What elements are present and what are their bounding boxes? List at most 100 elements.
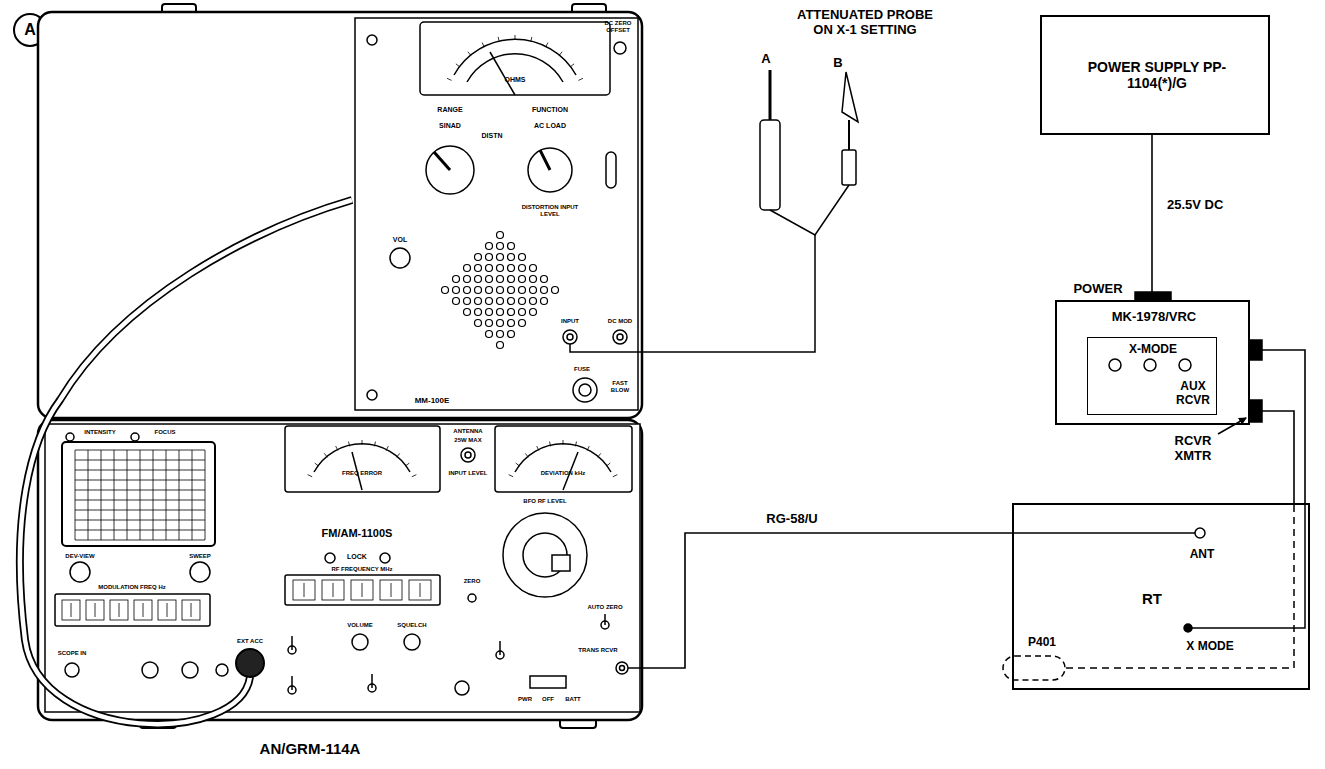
speaker-grille [464, 287, 471, 294]
test-set-case [38, 420, 642, 720]
display-grid [75, 500, 205, 501]
accessory-cable [236, 649, 264, 677]
display-grid [322, 580, 344, 600]
display-grid [391, 583, 392, 597]
attenuated-probe [770, 185, 849, 235]
label-text: ATTENUATED PROBE ON X-1 SETTING [790, 8, 940, 38]
multimeter-controls [579, 384, 591, 396]
display-grid [88, 450, 89, 540]
label-text: ANT [1177, 548, 1227, 562]
display-grid [75, 510, 205, 511]
speaker-grille [486, 309, 493, 316]
display-grid [578, 78, 583, 80]
speaker-grille [486, 287, 493, 294]
speaker-grille [519, 320, 526, 327]
speaker-grille [464, 265, 471, 272]
equipment-box: RTANTP401X MODE [1012, 503, 1310, 690]
display-grid [531, 37, 532, 42]
speaker-grille [475, 265, 482, 272]
display-grid [110, 600, 128, 620]
display-grid [456, 64, 460, 67]
signal-generator-controls [620, 666, 625, 671]
display-grid [324, 453, 327, 457]
display-grid [153, 450, 154, 540]
label-text: SQUELCH [392, 622, 432, 629]
display-grid [62, 35, 617, 620]
speaker-grille [453, 276, 460, 283]
attenuated-probe [570, 70, 858, 352]
label-text: RT [1132, 590, 1172, 607]
label-text: A [20, 21, 40, 39]
display-grid [62, 600, 80, 620]
signal-generator-controls [55, 594, 210, 626]
test-set-case [38, 4, 642, 728]
speaker-grille [508, 320, 515, 327]
multimeter-controls [467, 54, 563, 82]
signal-generator-controls [461, 448, 475, 462]
test-set-case [45, 424, 640, 712]
signal-generator-controls [352, 452, 362, 490]
display-grid [613, 475, 618, 477]
speaker-grille [552, 287, 559, 294]
display-grid [509, 475, 514, 477]
signal-generator-controls [499, 641, 501, 655]
label-text: RF FREQUENCY MHz [312, 566, 412, 573]
signal-generator-controls [371, 674, 373, 688]
multimeter-controls [367, 22, 627, 402]
speaker-grille [530, 309, 537, 316]
signal-generator-controls [628, 667, 640, 669]
speaker-grille [519, 265, 526, 272]
label-text: DISTORTION INPUT LEVEL [520, 204, 580, 218]
radio-hardware [1109, 359, 1121, 371]
multimeter-controls [573, 378, 597, 402]
signal-generator-controls [325, 553, 335, 563]
speaker-grille [486, 254, 493, 261]
speaker-grille [497, 309, 504, 316]
display-grid [374, 442, 375, 447]
display-grid [315, 463, 319, 466]
signal-generator-controls [563, 452, 578, 490]
speaker-grille [497, 276, 504, 283]
speaker-grille [486, 331, 493, 338]
signal-generator-controls [465, 452, 471, 458]
display-grid [516, 463, 520, 466]
label-text: BFO RF LEVEL [515, 498, 575, 505]
label-text: FUNCTION [520, 106, 580, 114]
display-grid [205, 450, 206, 540]
speaker-grille [475, 309, 482, 316]
display-grid [333, 583, 334, 597]
speaker-grille [508, 254, 515, 261]
label-text: FAST BLOW [604, 380, 636, 394]
speaker-grille [497, 243, 504, 250]
speaker-grille [519, 309, 526, 316]
label-text: DC ZERO OFFSET [601, 20, 635, 34]
signal-generator-controls [515, 444, 611, 472]
label-text: X MODE [1175, 640, 1245, 654]
display-grid [575, 442, 576, 447]
speaker-grille [464, 276, 471, 283]
display-grid [167, 603, 168, 617]
speaker-grille [497, 320, 504, 327]
display-grid [362, 583, 363, 597]
speaker-grille [486, 298, 493, 305]
label-text: X-MODE [1098, 343, 1208, 357]
cable-connector [1151, 135, 1153, 300]
signal-generator-controls [314, 444, 410, 472]
signal-generator-controls [291, 676, 293, 690]
speaker-grille [519, 276, 526, 283]
label-text: AC LOAD [525, 122, 575, 130]
equipment-box: X-MODEAUX RCVR [1087, 337, 1217, 415]
signal-generator-controls [62, 442, 215, 546]
display-grid [447, 78, 452, 80]
display-grid [166, 450, 167, 540]
label-text: MODULATION FREQ Hz [82, 584, 182, 591]
equipment-outline: MM-100E [355, 18, 638, 410]
display-grid [515, 35, 516, 40]
cable-connector [640, 533, 1012, 668]
accessory-cable [20, 200, 352, 724]
display-grid [86, 600, 104, 620]
display-grid [397, 453, 400, 457]
speaker-grille [464, 298, 471, 305]
